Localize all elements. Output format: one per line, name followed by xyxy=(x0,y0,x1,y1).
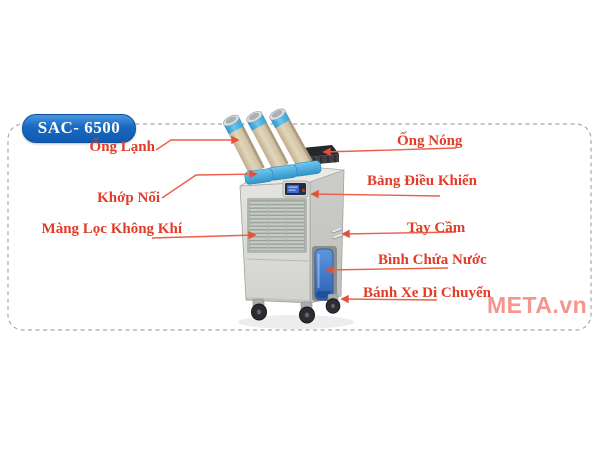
callout-ong-lanh: Ống Lạnh xyxy=(89,139,155,155)
leader-khop-noi xyxy=(161,169,258,199)
leader-bang-dieu-khien xyxy=(310,189,441,199)
watermark-meta-vn: META.vn xyxy=(487,292,588,318)
callout-binh-chua-nuoc: Bình Chứa Nước xyxy=(378,252,487,268)
callout-bang-dieu-khien: Bảng Điều Khiển xyxy=(367,173,478,189)
cold-air-duct-right xyxy=(269,108,313,169)
leader-mang-loc-khong-khi xyxy=(151,230,257,240)
cold-air-duct-left xyxy=(223,114,265,176)
air-conditioner-illustration xyxy=(223,108,354,329)
cabinet-seam xyxy=(246,258,310,262)
caster-wheel-middle xyxy=(299,301,315,324)
callout-banh-xe-di-chuyen: Bánh Xe Di Chuyển xyxy=(363,285,491,301)
control-panel xyxy=(282,180,309,198)
floor-shadow xyxy=(238,315,354,329)
leader-lines xyxy=(151,135,457,304)
leader-tay-cam xyxy=(341,229,457,239)
callout-mang-loc-khong-khi: Màng Lọc Không Khí xyxy=(41,221,182,237)
caster-wheel-left xyxy=(251,298,267,321)
dashed-border xyxy=(7,123,592,331)
leader-ong-lanh xyxy=(155,135,240,151)
handle-slots xyxy=(331,227,344,240)
callout-ong-nong: Ống Nóng xyxy=(397,133,463,149)
cold-air-duct-middle xyxy=(246,111,289,172)
water-tank xyxy=(312,246,337,301)
caster-wheel-right xyxy=(325,293,341,314)
leader-binh-chua-nuoc xyxy=(325,265,449,275)
callout-khop-noi: Khớp Nối xyxy=(97,190,160,206)
callout-tay-cam: Tay Cầm xyxy=(407,220,466,236)
air-filter-grille xyxy=(247,198,307,253)
model-badge: SAC- 6500 xyxy=(22,114,136,143)
leader-ong-nong xyxy=(322,147,457,156)
leader-banh-xe-di-chuyen xyxy=(340,294,438,304)
cabinet-base-shade xyxy=(246,297,309,303)
